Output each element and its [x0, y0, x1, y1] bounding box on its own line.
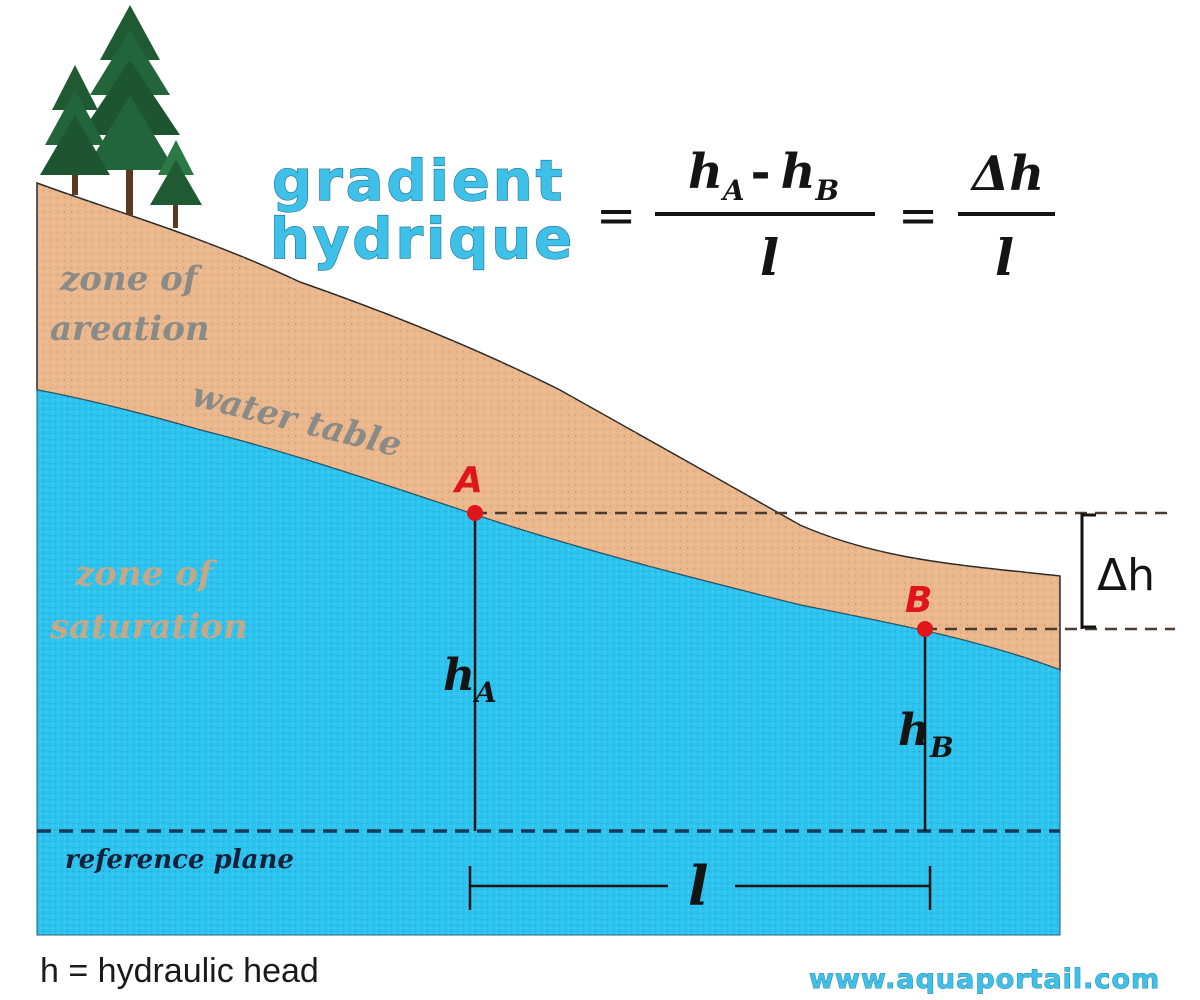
title-line-1: gradient [272, 149, 565, 214]
delta-h-label: Δh [1097, 550, 1155, 601]
reference-plane-label: reference plane [65, 845, 294, 875]
head-a-label: hA [443, 650, 497, 709]
point-a-label: A [452, 460, 483, 501]
formula-denominator: l [760, 228, 779, 287]
point-b-marker [917, 621, 933, 637]
delta-h-bracket [1080, 513, 1096, 629]
formula-delta-denominator: l [995, 228, 1014, 287]
formula-delta-numerator: Δh [970, 146, 1044, 202]
zone-of-aeration-label: zone of areation [50, 259, 210, 349]
head-b-label: hB [898, 705, 954, 764]
zone-saturation-line-2: saturation [49, 607, 248, 647]
saturated-zone [36, 389, 1061, 936]
length-label: l [688, 854, 709, 918]
title: gradient hydrique [269, 148, 575, 272]
zone-of-saturation-label: zone of saturation [49, 554, 248, 647]
zone-aeration-line-2: areation [50, 309, 210, 349]
legend-text: h = hydraulic head [40, 952, 319, 990]
equals-sign-2: = [898, 188, 938, 244]
point-b-label: B [905, 580, 932, 621]
length-dimension [468, 866, 932, 910]
formula-numerator: hA-hB [688, 144, 839, 207]
trees-illustration [40, 5, 202, 228]
tree-icon [40, 65, 110, 195]
tree-icon [150, 140, 202, 228]
website-link[interactable]: www.aquaportail.com [809, 964, 1160, 996]
tree-icon [80, 5, 180, 215]
gradient-formula: = hA-hB l = Δh l [596, 144, 1055, 287]
equals-sign-1: = [596, 188, 636, 244]
point-a-marker [467, 505, 483, 521]
zone-aeration-line-1: zone of [59, 259, 203, 299]
zone-saturation-line-1: zone of [74, 554, 218, 594]
title-line-2: hydrique [270, 207, 575, 272]
